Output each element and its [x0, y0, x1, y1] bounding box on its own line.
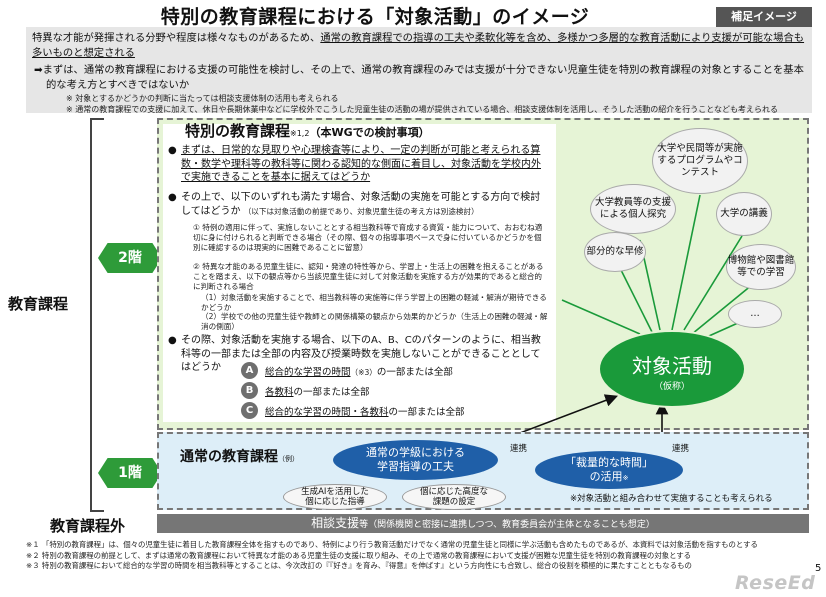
- reseed-logo: ReseEd: [735, 572, 816, 594]
- supplement-badge: 補足イメージ: [716, 7, 812, 27]
- pattern-b-badge: B: [241, 382, 258, 399]
- intro-note-1: ※ 対象とするかどうかの判断に当たっては相談支援体制の活用も考えられる: [66, 94, 339, 103]
- collaboration-label-2: 連携: [672, 444, 690, 454]
- pattern-c-text: 総合的な学習の時間・各教科の一部または全部: [265, 407, 465, 418]
- footnote-1: ※１ 「特別の教育課程」は、個々の児童生徒に着目した教育課程全体を指すものであり…: [26, 540, 758, 549]
- pattern-c-badge: C: [241, 402, 258, 419]
- bubble-hakubutsukan: 博物館や図書館等での学習: [726, 244, 796, 290]
- combination-note: ※対象活動と組み合わせて実施することも考えられる: [570, 494, 773, 504]
- class-instruction-oval: 通常の学級における 学習指導の工夫: [333, 440, 498, 480]
- bubble-kyoin-tankyu: 大学教員等の支援による個人探究: [590, 184, 676, 234]
- condition-2: ② 特異な才能のある児童生徒に、認知・発達の特性等から、学習上・生活上の困難を抱…: [193, 262, 544, 291]
- special-curriculum-title: 特別の教育課程※1,2（本WGでの検討事項）: [185, 122, 430, 140]
- intro-note-2: ※ 通常の教育課程での支援に加えて、休日や長期休業中などに学校外でこうした児童生…: [66, 105, 778, 113]
- line-bubun: [619, 267, 653, 333]
- bubble-bubun-soushu: 部分的な早修: [584, 232, 646, 272]
- condition-2-b: （2）学校での他の児童生徒や教師との関係構築の観点から効果的かどうか（生活上の困…: [201, 312, 548, 331]
- intro-box: 特異な才能が発揮される分野や程度は様々なものがあるため、通常の教育課程での指導の…: [26, 27, 812, 113]
- pattern-b-text: 各教科の一部または全部: [265, 387, 370, 398]
- condition-2-a: （1）対象活動を実施することで、相当教科等の実施等に伴う学習上の困難の軽減・解消…: [201, 293, 547, 312]
- line-tokubetsu: [561, 299, 641, 335]
- line-hakubutsu: [691, 279, 759, 335]
- tier-2-badge: 2階: [98, 243, 162, 273]
- line-univ-program: [671, 194, 701, 331]
- bubble-etc: …: [728, 300, 782, 328]
- bubble-univ-program: 大学や民間等が実施するプログラムやコンテスト: [652, 128, 748, 194]
- special-curriculum-box: [163, 124, 556, 422]
- line-kougi: [683, 235, 743, 331]
- tier-1-badge: 1階: [98, 458, 162, 488]
- target-activity-sub: （仮称）: [653, 382, 690, 392]
- target-activity-title: 対象活動: [632, 354, 712, 378]
- footnote-2: ※２ 特別の教育課程の前提として、まずは通常の教育課程において特異な才能のある児…: [26, 550, 692, 560]
- curriculum-bracket: [90, 118, 104, 512]
- bullet-dot-icon: ●: [168, 145, 177, 156]
- target-activity-oval: 対象活動 （仮称）: [598, 330, 746, 408]
- footnote-3: ※３ 特別の教育課程において総合的な学習の時間を相当教科等とすることは、今次改訂…: [26, 561, 692, 570]
- condition-1: ① 特例の適用に伴って、実施しないこととする相当教科等で育成する資質・能力につい…: [193, 223, 543, 252]
- bubble-daigaku-kougi: 大学の講義: [716, 192, 772, 236]
- footnotes: ※１ 「特別の教育課程」は、個々の児童生徒に着目した教育課程全体を指すものであり…: [26, 540, 816, 572]
- ai-guidance-oval: 生成AIを活用した個に応じた指導: [283, 484, 387, 510]
- consultation-band: 相談支援等（関係機関と密接に連携しつつ、教育委員会が主体となることも想定）: [157, 514, 809, 533]
- advanced-task-oval: 個に応じた高度な課題の設定: [402, 484, 506, 510]
- collaboration-label-1: 連携: [510, 444, 528, 454]
- intro-line-2: ➡まずは、通常の教育課程における支援の可能性を検討し、その上で、通常の教育課程の…: [34, 64, 804, 91]
- bullet-3: ● その際、対象活動を実施する場合、以下のA、B、Cのパターンのように、相当教科…: [168, 335, 541, 373]
- bullet-1: ● まずは、日常的な見取りや心理検査等により、一定の判断が可能と考えられる算数・…: [168, 145, 541, 183]
- pattern-a-badge: A: [241, 362, 258, 379]
- outside-curriculum-label: 教育課程外: [50, 517, 126, 535]
- discretionary-time-oval: 「裁量的な時間」 の活用※: [535, 451, 683, 489]
- page-number: 5: [815, 563, 822, 574]
- regular-curriculum-title: 通常の教育課程（例）: [180, 449, 299, 465]
- intro-line-1: 特異な才能が発揮される分野や程度は様々なものがあるため、通常の教育課程での指導の…: [32, 32, 805, 59]
- bullet-dot-icon: ●: [168, 192, 177, 203]
- pattern-a-text: 総合的な学習の時間（※3）の一部または全部: [265, 367, 453, 378]
- bullet-dot-icon: ●: [168, 335, 177, 346]
- page-title: 特別の教育課程における「対象活動」のイメージ: [160, 6, 590, 28]
- curriculum-label: 教育課程: [8, 295, 69, 313]
- bullet-2: ● その上で、以下のいずれも満たす場合、対象活動の実施を可能とする方向で検討して…: [168, 192, 541, 217]
